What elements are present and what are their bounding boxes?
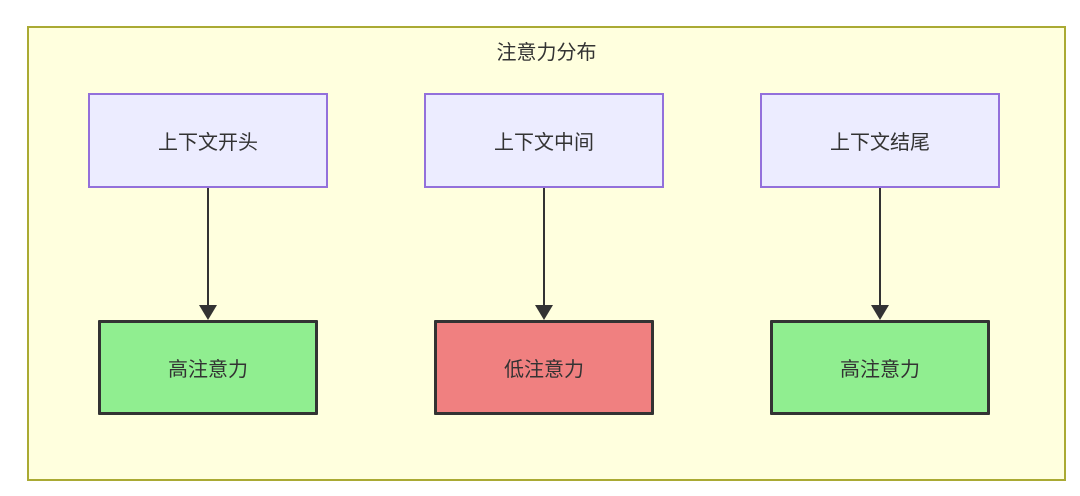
node-attention-middle-label: 低注意力 (504, 359, 584, 381)
node-attention-start: 高注意力 (98, 320, 318, 415)
node-attention-middle: 低注意力 (434, 320, 654, 415)
node-context-start-label: 上下文开头 (158, 132, 258, 154)
node-context-end-label: 上下文结尾 (830, 132, 930, 154)
flow-column-context-end: 上下文结尾 高注意力 (760, 93, 1000, 415)
arrow-head-icon (199, 305, 217, 320)
node-context-start: 上下文开头 (88, 93, 328, 188)
node-context-middle-label: 上下文中间 (494, 132, 594, 154)
node-context-end: 上下文结尾 (760, 93, 1000, 188)
node-attention-start-label: 高注意力 (168, 359, 248, 381)
flow-column-context-start: 上下文开头 高注意力 (88, 93, 328, 415)
attention-distribution-container: 注意力分布 上下文开头 高注意力 上下文中间 低注意力 (27, 26, 1066, 481)
node-context-middle: 上下文中间 (424, 93, 664, 188)
arrow-line (207, 188, 209, 305)
flow-column-context-middle: 上下文中间 低注意力 (424, 93, 664, 415)
arrow-head-icon (871, 305, 889, 320)
arrow-start-to-high (199, 188, 217, 320)
arrow-line (543, 188, 545, 305)
arrow-middle-to-low (535, 188, 553, 320)
node-attention-end-label: 高注意力 (840, 359, 920, 381)
arrow-end-to-high (871, 188, 889, 320)
arrow-head-icon (535, 305, 553, 320)
diagram-title: 注意力分布 (496, 42, 597, 64)
arrow-line (879, 188, 881, 305)
node-attention-end: 高注意力 (770, 320, 990, 415)
